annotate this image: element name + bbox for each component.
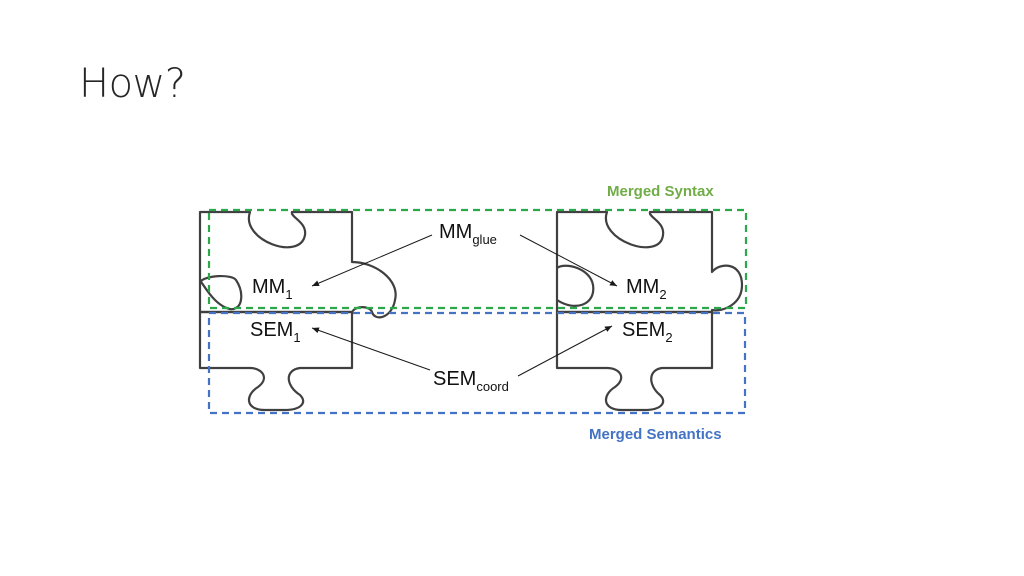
- label-sem2-sub: 2: [665, 330, 672, 345]
- label-mm1-base: MM: [252, 276, 285, 298]
- puzzle-piece-mm2: [555, 210, 744, 314]
- puzzle-piece-sem2: [555, 310, 714, 412]
- label-mm1: MM1: [252, 276, 293, 302]
- label-mm1-sub: 1: [285, 287, 292, 302]
- label-sem-coord: SEMcoord: [433, 368, 509, 394]
- label-sem1-base: SEM: [250, 319, 293, 341]
- puzzle-piece-mm1: [198, 210, 397, 319]
- label-sem1: SEM1: [250, 319, 301, 345]
- label-sem-coord-sub: coord: [476, 379, 509, 394]
- label-mm-glue-sub: glue: [472, 232, 497, 247]
- label-mm2: MM2: [626, 276, 667, 302]
- merged-semantics-box: [207, 311, 747, 415]
- label-sem2: SEM2: [622, 319, 673, 345]
- label-mm2-sub: 2: [659, 287, 666, 302]
- arrow-semcoord-to-sem1: [311, 327, 431, 371]
- label-mm2-base: MM: [626, 276, 659, 298]
- label-sem2-base: SEM: [622, 319, 665, 341]
- arrow-mmglue-to-mm1: [311, 234, 433, 287]
- merged-semantics-label: Merged Semantics: [589, 426, 722, 443]
- merged-syntax-box: [207, 208, 748, 310]
- slide-title: How?: [79, 61, 186, 107]
- label-mm-glue: MMglue: [439, 221, 497, 247]
- puzzle-piece-sem1: [198, 310, 354, 412]
- merged-syntax-label: Merged Syntax: [607, 183, 714, 200]
- label-sem-coord-base: SEM: [433, 368, 476, 390]
- arrow-semcoord-to-sem2: [517, 325, 613, 377]
- label-mm-glue-base: MM: [439, 221, 472, 243]
- label-sem1-sub: 1: [293, 330, 300, 345]
- arrow-mmglue-to-mm2: [519, 234, 618, 287]
